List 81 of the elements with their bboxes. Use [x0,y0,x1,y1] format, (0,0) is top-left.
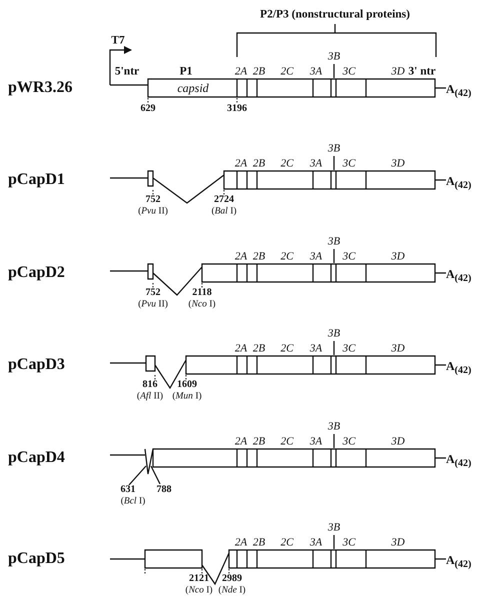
gene-region-label: 3D [391,436,405,448]
promoter-label: T7 [111,35,125,47]
gene-region-label: 3D [391,538,405,548]
region-label: capsid [177,82,209,94]
restriction-site-label: (Pvu II) [138,300,168,310]
gene-region-label: 3C [342,66,356,78]
construct-name: pCapD4 [8,450,65,466]
gene-region-label: 2A [234,158,248,170]
gene-region-label: 2B [252,252,266,262]
nucleotide-position: 816 [142,380,158,390]
gene-region-label: 2A [234,538,248,548]
gene-region-label: 3B [328,52,340,62]
gene-region-label: 3A [310,252,322,262]
region-label: 5'ntr [114,66,140,78]
gene-region-label: 3C [342,538,356,548]
poly-a-label: A$_{(42)}$ [446,452,472,470]
restriction-site-label: (Bcl I) [120,497,146,507]
bracket-label: P2/P3 (nonstructural proteins) [260,9,410,21]
construct-name: pCapD3 [8,357,65,373]
gene-region-label: 3A [310,538,322,548]
gene-region-label: 2C [280,436,294,448]
poly-a-label: A$_{(42)}$ [446,268,472,284]
region-label: P1 [180,66,192,78]
gene-region-label: 2B [252,436,266,448]
restriction-site-label: (Nde I) [218,586,246,596]
gene-region-label: 3A [310,344,322,354]
gene-region-label: 2A [234,436,248,448]
gene-region-label: 2B [252,66,266,78]
poly-a-label: A$_{(42)}$ [446,82,472,100]
gene-region-label: 3A [310,66,322,78]
construct-name: pWR3.26 [8,80,72,96]
nucleotide-position: 752 [146,195,160,205]
nucleotide-position: 2118 [192,288,212,298]
restriction-site-label: (Nco I) [185,586,213,596]
poly-a-label: A$_{(42)}$ [446,174,472,192]
gene-region-label: 2C [280,538,294,548]
gene-region-label: 3C [342,436,356,448]
nucleotide-position: 629 [140,104,156,114]
nucleotide-position: 2121 [189,574,209,584]
nucleotide-position: 631 [120,485,136,495]
restriction-site-label: (Nco I) [188,300,216,310]
gene-region-label: 2A [234,252,248,262]
nucleotide-position: 2724 [214,195,234,205]
nucleotide-position: 2989 [222,574,242,584]
gene-region-label: 2A [234,66,248,78]
gene-region-label: 3D [391,66,405,78]
nucleotide-position: 3196 [227,104,247,114]
gene-region-label: 3A [310,436,322,448]
gene-region-label: 3D [391,344,405,354]
gene-region-label: 3C [342,158,356,170]
restriction-site-label: (Afl II) [136,392,164,402]
construct-name: pCapD1 [8,172,65,188]
construct-name: pCapD5 [8,551,65,567]
gene-region-label: 3B [328,522,340,534]
nucleotide-position: 1609 [177,380,197,390]
gene-region-label: 3B [328,328,340,340]
gene-region-label: 3A [310,158,322,170]
gene-region-label: 2A [234,344,248,354]
gene-region-label: 3B [328,422,340,432]
nucleotide-position: 788 [156,485,172,495]
gene-region-label: 2B [252,158,266,170]
gene-region-label: 3C [342,344,356,354]
gene-region-label: 2C [280,66,294,78]
gene-region-label: 2C [280,252,294,262]
restriction-site-label: (Pvu II) [138,207,168,217]
poly-a-label: A$_{(42)}$ [446,360,472,376]
construct-name: pCapD2 [8,265,65,281]
gene-region-label: 3B [328,144,340,154]
gene-region-label: 2C [280,158,294,170]
poly-a-label: A$_{(42)}$ [446,554,472,570]
gene-region-label: 3D [391,252,405,262]
region-label: 3' ntr [408,66,436,78]
restriction-site-label: (Mun I) [172,392,202,402]
restriction-site-label: (Bal I) [211,207,237,217]
gene-region-label: 3B [328,236,340,248]
gene-region-label: 2B [252,344,266,354]
gene-region-label: 3C [342,252,356,262]
gene-region-label: 2C [280,344,294,354]
nucleotide-position: 752 [146,288,160,298]
gene-region-label: 3D [391,158,405,170]
gene-region-label: 2B [252,538,266,548]
